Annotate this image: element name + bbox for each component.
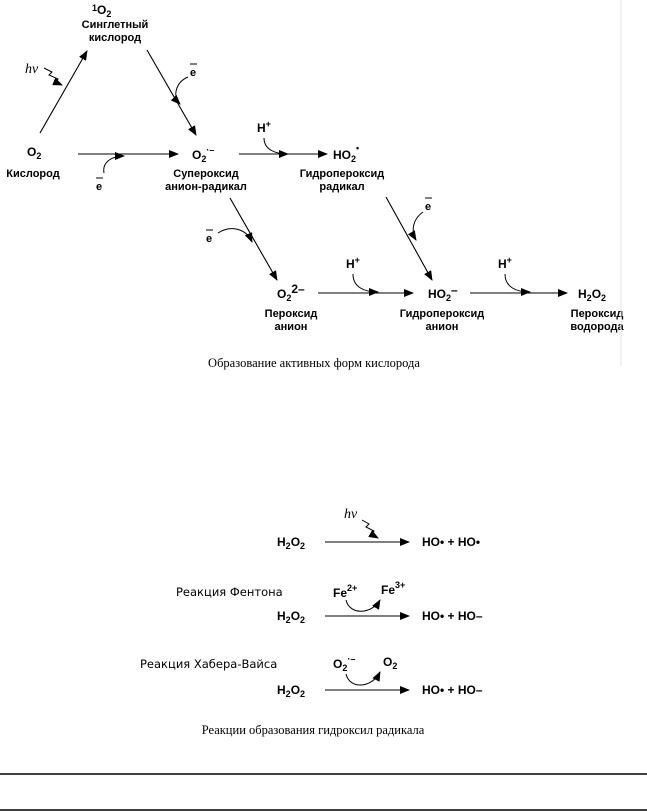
hydrogen-peroxide-formula: H2O2 <box>578 287 606 303</box>
singlet-oxygen-label: Синглетный <box>82 19 149 31</box>
hydroperoxide-anion-label-2: анион <box>426 321 459 333</box>
hydrogen-peroxide-label-2: водорода <box>570 321 624 333</box>
superoxide-label-2: анион-радикал <box>165 181 247 193</box>
singlet-oxygen-label-2: кислород <box>89 32 141 44</box>
proton-label-2: H+ <box>346 255 360 271</box>
peroxide-anion-label-2: анион <box>275 321 308 333</box>
proton-label: H+ <box>257 119 271 135</box>
products-haber-weiss: HO• + HO– <box>422 683 483 697</box>
electron-label-3: e <box>206 233 212 245</box>
haber-weiss-curved-arrow <box>345 671 381 686</box>
proton-curved-arrow-2 <box>352 273 379 296</box>
hv-label-2: hν <box>344 507 358 522</box>
oxygen-formula-2: O2 <box>383 655 397 671</box>
arrow-o2-to-singlet <box>39 50 88 134</box>
fenton-curved-arrow <box>345 599 381 612</box>
h2o2-formula-2: H2O2 <box>277 609 305 625</box>
arrow-superoxide-to-peroxide <box>229 197 278 281</box>
fe2-label: Fe2+ <box>333 583 357 600</box>
products-radicals: HO• + HO• <box>422 535 480 549</box>
oxygen-formula: O2 <box>27 145 41 161</box>
superoxide-label: Супероксид <box>173 168 239 180</box>
proton-curved-arrow-3 <box>504 273 531 296</box>
hydroperoxide-anion-formula: HO2– <box>428 283 458 303</box>
hydroperoxide-anion-label: Гидропероксид <box>400 308 485 320</box>
haber-weiss-label: Реакция Хабера-Вайса <box>140 657 277 671</box>
h2o2-formula-3: H2O2 <box>277 683 305 699</box>
electron-label-2: e <box>96 181 102 193</box>
hydroperoxyl-radical-formula: HO2• <box>333 143 359 164</box>
proton-curved-arrow <box>263 137 289 158</box>
hydrogen-peroxide-label: Пероксид <box>571 308 624 320</box>
light-squiggle-arrow <box>43 67 63 86</box>
peroxide-anion-label: Пероксид <box>265 308 318 320</box>
fe3-label: Fe3+ <box>381 580 405 597</box>
electron-curved-arrow-3 <box>217 228 253 243</box>
proton-label-3: H+ <box>498 255 512 271</box>
h2o2-formula-1: H2O2 <box>277 535 305 551</box>
electron-curved-arrow-2 <box>103 152 125 174</box>
hv-label: hν <box>25 62 39 77</box>
superoxide-formula: O2·– <box>192 145 214 164</box>
electron-curved-arrow-4 <box>407 211 424 241</box>
oxygen-label: Кислород <box>6 168 59 180</box>
hydroperoxyl-radical-label: Гидропероксид <box>300 168 385 180</box>
electron-label: e <box>190 67 196 79</box>
products-fenton: HO• + HO– <box>422 609 483 623</box>
superoxide-formula-2: O2·– <box>333 654 355 673</box>
light-squiggle-arrow-2 <box>361 519 379 539</box>
arrow-singlet-to-superoxide <box>146 49 197 136</box>
singlet-oxygen-formula: 1O2 <box>92 3 111 19</box>
fenton-label: Реакция Фентона <box>176 585 283 599</box>
hydroperoxyl-radical-label-2: радикал <box>319 181 364 193</box>
electron-label-4: e <box>425 201 431 213</box>
peroxide-anion-formula: O22– <box>277 282 305 303</box>
caption-1: Образование активных форм кислорода <box>208 356 420 370</box>
electron-curved-arrow <box>170 76 189 105</box>
caption-2: Реакции образования гидроксил радикала <box>202 723 425 737</box>
